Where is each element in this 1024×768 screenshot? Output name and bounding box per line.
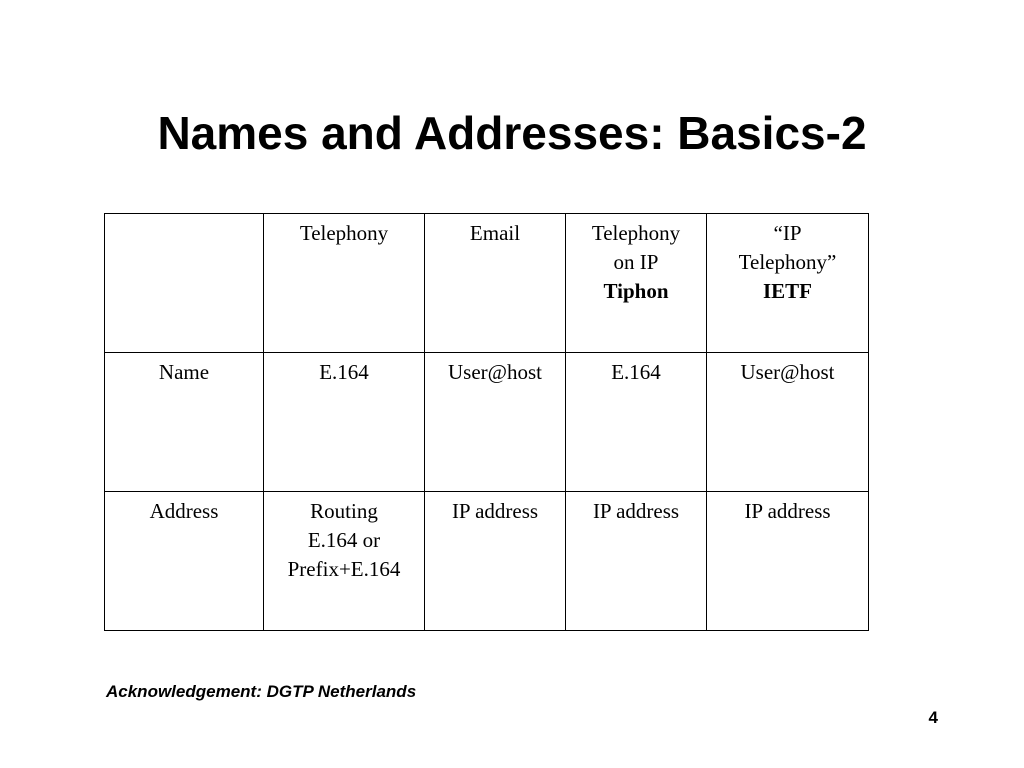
cell-address-telephony: Routing E.164 or Prefix+E.164: [263, 491, 425, 631]
cell-name-telephony: E.164: [263, 352, 425, 492]
table-header-row: Telephony Email Telephony on IP Tiphon “…: [104, 213, 869, 353]
header-ietf: IETF: [762, 279, 812, 303]
header-telephony: Telephony: [263, 213, 425, 353]
acknowledgement-text: Acknowledgement: DGTP Netherlands: [106, 682, 417, 701]
header-corner-cell: [104, 213, 264, 353]
cell-address-ip-telephony: IP address: [706, 491, 869, 631]
slide-title: Names and Addresses: Basics-2: [157, 107, 867, 159]
cell-name-telephony-on-ip: E.164: [565, 352, 707, 492]
header-ip-telephony-line2: Telephony”: [738, 250, 837, 274]
header-telephony-on-ip-line2: on IP: [613, 250, 659, 274]
page-number: 4: [928, 708, 938, 727]
cell-name-telephony-line1: E.164: [319, 360, 369, 384]
names-addresses-table: Telephony Email Telephony on IP Tiphon “…: [104, 213, 869, 631]
cell-address-telephony-line1: Routing: [310, 499, 378, 523]
cell-address-telephony-line3: Prefix+E.164: [287, 557, 401, 581]
cell-address-telephony-line2: E.164 or: [307, 528, 381, 552]
header-tiphon: Tiphon: [603, 279, 669, 303]
header-telephony-on-ip: Telephony on IP Tiphon: [565, 213, 707, 353]
row-label-name: Name: [104, 352, 264, 492]
table-row-address: Address Routing E.164 or Prefix+E.164 IP…: [104, 491, 869, 631]
cell-name-email: User@host: [424, 352, 566, 492]
table-row-name: Name E.164 User@host E.164 User@host: [104, 352, 869, 492]
cell-name-ip-telephony: User@host: [706, 352, 869, 492]
header-telephony-on-ip-line1: Telephony: [591, 221, 681, 245]
header-email: Email: [424, 213, 566, 353]
cell-address-email: IP address: [424, 491, 566, 631]
header-ip-telephony-line1: “IP: [773, 221, 802, 245]
header-ip-telephony: “IP Telephony” IETF: [706, 213, 869, 353]
row-label-address: Address: [104, 491, 264, 631]
cell-address-telephony-on-ip: IP address: [565, 491, 707, 631]
